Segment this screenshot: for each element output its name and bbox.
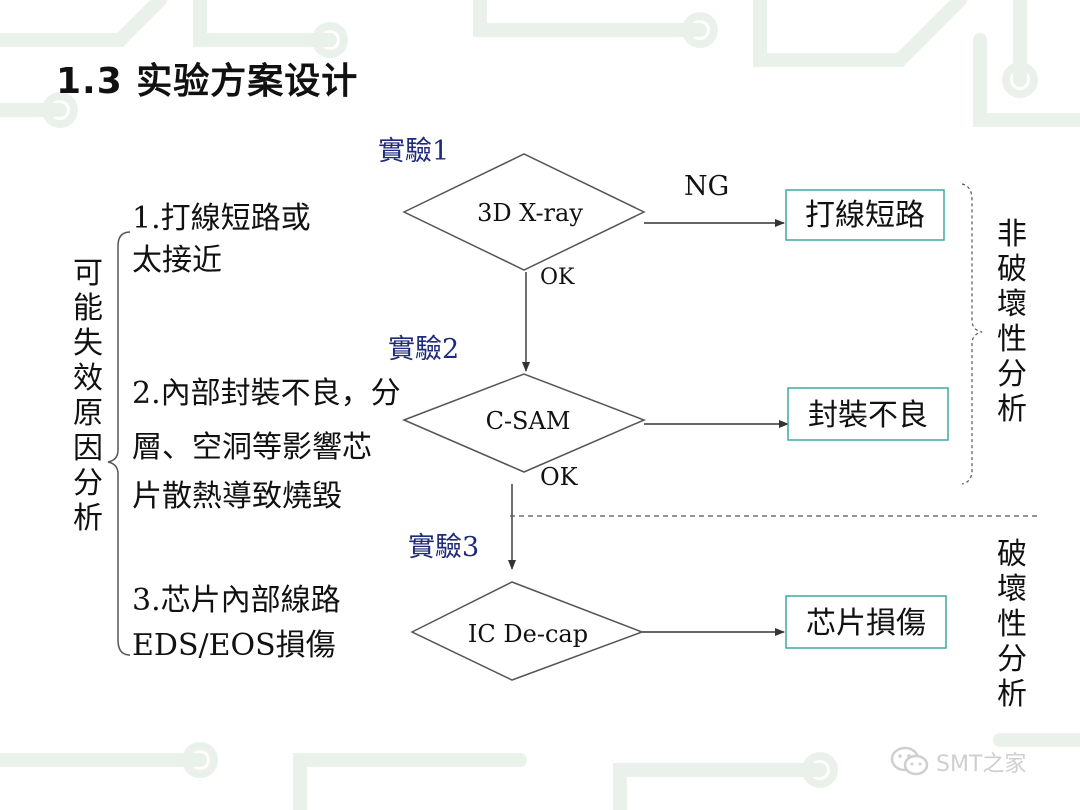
watermark: SMT之家 <box>890 746 1026 778</box>
left-vertical-label: 可 能 失 效 原 因 分 析 <box>73 256 103 536</box>
method-csam: C-SAM <box>486 407 571 435</box>
result-box-1 <box>785 189 945 241</box>
right-label-char: 性 <box>997 607 1027 642</box>
cause-2-line-2: 層、空洞等影響芯 <box>132 430 372 465</box>
right-dashed-brace <box>961 183 983 485</box>
left-label-char: 析 <box>73 501 103 536</box>
ok-label-2: OK <box>540 463 579 491</box>
right-label-char: 析 <box>997 392 1027 427</box>
right-label-char: 分 <box>997 357 1027 392</box>
page-title: 1.3 实验方案设计 <box>56 61 359 102</box>
cause-1-line-1: 1.打線短路或 <box>132 201 311 236</box>
experiment-3-label: 實驗3 <box>408 532 479 563</box>
right-label-char: 分 <box>997 642 1027 677</box>
decision-diamond-csam <box>402 373 646 473</box>
left-label-char: 能 <box>73 291 103 326</box>
right-label-char: 性 <box>997 322 1027 357</box>
left-label-char: 效 <box>73 361 103 396</box>
ok-label-1: OK <box>540 265 575 290</box>
experiment-1-label: 實驗1 <box>378 136 449 167</box>
cause-2-line-3: 片散熱導致燒毀 <box>132 479 342 514</box>
result-box-2 <box>787 387 949 441</box>
result-box-3 <box>785 595 947 649</box>
method-decap: IC De-cap <box>468 620 588 648</box>
left-brace <box>107 231 131 656</box>
method-xray: 3D X-ray <box>477 199 583 227</box>
cause-3-line-1: 3.芯片內部線路 <box>132 583 341 618</box>
destructive-label: 破 壞 性 分 析 <box>997 537 1027 712</box>
result-1-text: 打線短路 <box>805 198 925 233</box>
experiment-2-label: 實驗2 <box>388 334 459 365</box>
right-label-char: 破 <box>997 252 1027 287</box>
left-label-char: 分 <box>73 466 103 501</box>
left-label-char: 失 <box>73 326 103 361</box>
cause-2-line-1: 2.內部封裝不良，分 <box>132 376 401 411</box>
non-destructive-label: 非 破 壞 性 分 析 <box>997 217 1027 427</box>
left-label-char: 因 <box>73 431 103 466</box>
cause-1-line-2: 太接近 <box>132 243 222 278</box>
cause-list: 1.打線短路或 太接近 2.內部封裝不良，分 層、空洞等影響芯 片散熱導致燒毀 … <box>132 201 401 663</box>
right-label-char: 非 <box>997 217 1027 252</box>
right-label-char: 析 <box>997 677 1027 712</box>
wechat-icon <box>890 746 929 776</box>
left-label-char: 原 <box>73 396 103 431</box>
result-2-text: 封裝不良 <box>808 398 928 433</box>
cause-3-line-2: EDS/EOS損傷 <box>132 628 336 663</box>
result-3-text: 芯片損傷 <box>806 606 926 641</box>
right-label-char: 破 <box>997 537 1027 572</box>
decision-diamond-xray <box>402 153 646 271</box>
right-label-char: 壞 <box>997 287 1027 322</box>
watermark-text: SMT之家 <box>936 752 1027 777</box>
right-label-char: 壞 <box>997 572 1027 607</box>
ng-label: NG <box>684 171 729 202</box>
left-label-char: 可 <box>73 256 103 291</box>
